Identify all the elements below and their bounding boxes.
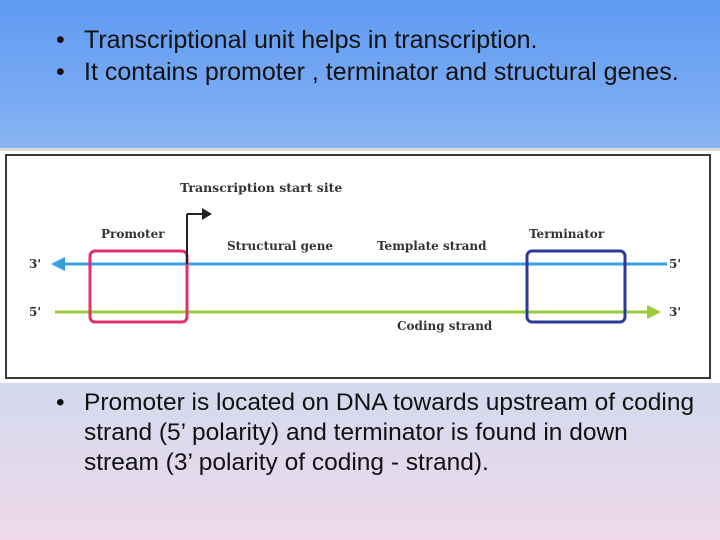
- bullet-promoter-location: Promoter is located on DNA towards upstr…: [56, 388, 706, 478]
- terminator-box: [525, 249, 627, 324]
- promoter-label: Promoter: [101, 227, 165, 241]
- diagram-frame: Transcription start site Promoter Struct…: [0, 148, 720, 383]
- bullet-contains-genes: It contains promoter , terminator and st…: [56, 56, 696, 88]
- coding-left-end-label: 5': [29, 305, 41, 319]
- start-site-label: Transcription start site: [180, 180, 342, 195]
- top-bullet-list: Transcriptional unit helps in transcript…: [56, 24, 696, 88]
- template-strand-arrowhead: [51, 257, 65, 271]
- bottom-bullet-list: Promoter is located on DNA towards upstr…: [56, 388, 706, 478]
- terminator-label: Terminator: [529, 227, 605, 241]
- structural-gene-label: Structural gene: [227, 239, 333, 253]
- coding-strand-arrowhead: [647, 305, 661, 319]
- template-left-end-label: 3': [29, 257, 41, 271]
- coding-right-end-label: 3': [669, 305, 681, 319]
- transcription-unit-diagram: Transcription start site Promoter Struct…: [5, 154, 711, 379]
- diagram-svg: Transcription start site Promoter Struct…: [29, 180, 681, 333]
- template-right-end-label: 5': [669, 257, 681, 271]
- template-strand-label: Template strand: [377, 239, 487, 253]
- start-site-arrow: [202, 208, 212, 220]
- bullet-transcriptional-unit: Transcriptional unit helps in transcript…: [56, 24, 696, 56]
- coding-strand-label: Coding strand: [397, 319, 493, 333]
- promoter-box: [88, 249, 189, 324]
